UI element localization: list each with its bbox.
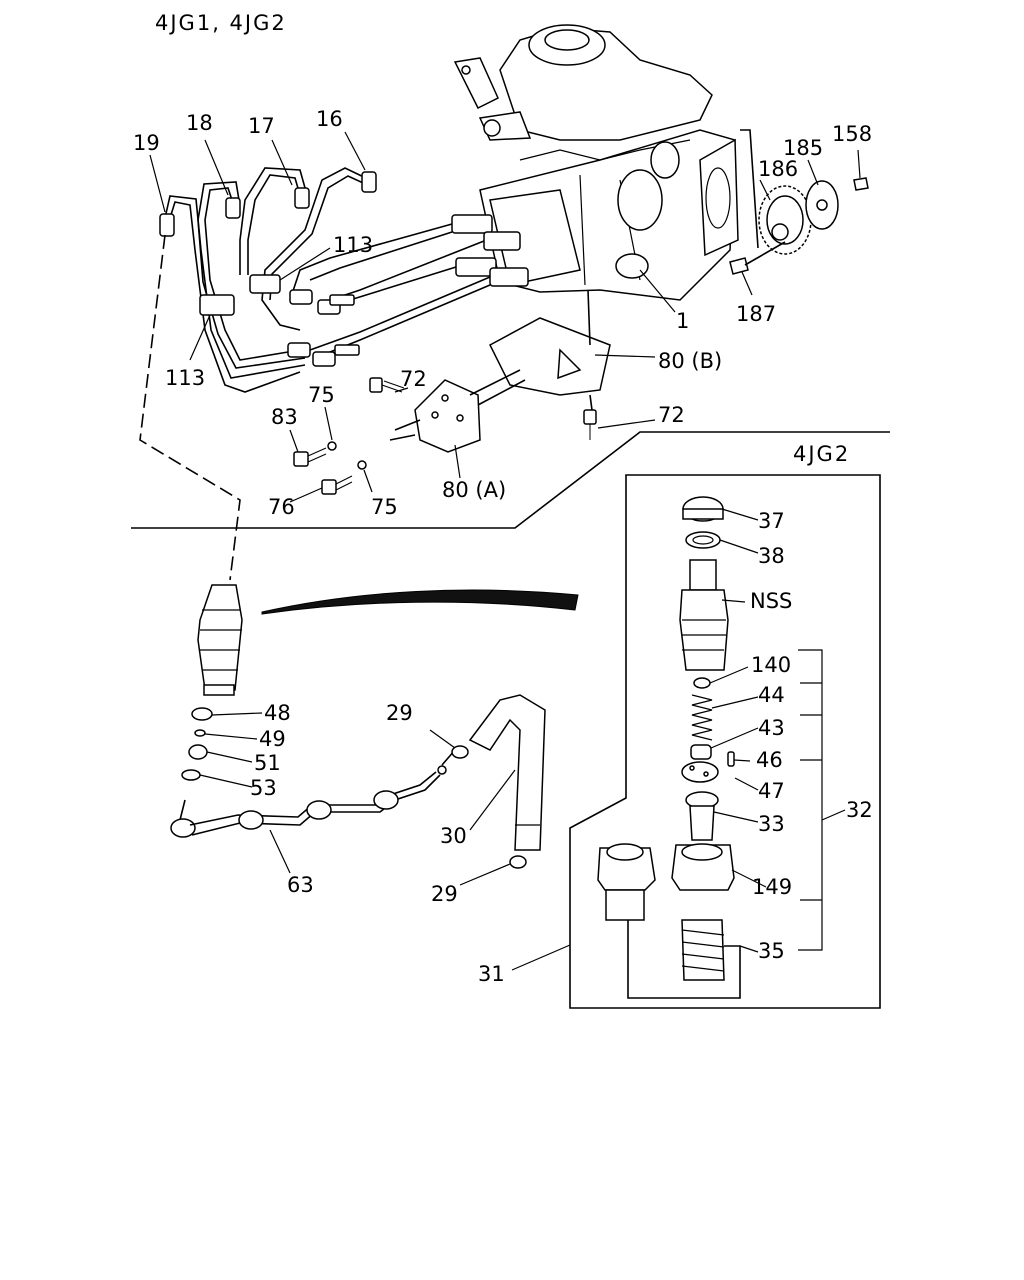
section-divider <box>131 431 890 529</box>
engine-models-title: 4JG1, 4JG2 <box>155 11 287 35</box>
label-31: 31 <box>478 962 505 986</box>
mounting-bolts <box>293 377 597 495</box>
label-149: 149 <box>752 875 792 899</box>
inset-frame <box>569 474 881 1009</box>
inset-arrow <box>261 589 579 615</box>
label-32: 32 <box>846 798 873 822</box>
label-113-lower: 113 <box>165 366 205 390</box>
nozzle-holder-assembly <box>139 234 243 781</box>
label-75-upper: 75 <box>308 383 335 407</box>
label-53: 53 <box>250 776 277 800</box>
part-labels: 16 17 18 19 113 113 1 186 185 158 187 72… <box>133 107 873 986</box>
leader-lines <box>149 131 861 971</box>
inset-parts <box>597 496 741 999</box>
label-37: 37 <box>758 509 785 533</box>
label-80b: 80 (B) <box>658 349 722 373</box>
label-17: 17 <box>248 114 275 138</box>
label-33: 33 <box>758 812 785 836</box>
fuel-return-hose <box>451 694 546 869</box>
label-158: 158 <box>832 122 872 146</box>
pump-brackets <box>389 289 611 453</box>
label-80a: 80 (A) <box>442 478 506 502</box>
label-72-lower: 72 <box>658 403 685 427</box>
label-83: 83 <box>271 405 298 429</box>
label-187: 187 <box>736 302 776 326</box>
injection-pump-assembly <box>451 24 739 301</box>
label-43: 43 <box>758 716 785 740</box>
label-185: 185 <box>783 136 823 160</box>
drive-gear-group <box>729 129 869 275</box>
leak-off-pipe <box>170 749 456 838</box>
label-75-lower: 75 <box>371 495 398 519</box>
label-186: 186 <box>758 157 798 181</box>
label-51: 51 <box>254 751 281 775</box>
label-19: 19 <box>133 131 160 155</box>
injection-pipes <box>159 167 491 393</box>
label-1: 1 <box>676 309 689 333</box>
label-76: 76 <box>268 495 295 519</box>
label-29-lower: 29 <box>431 882 458 906</box>
label-18: 18 <box>186 111 213 135</box>
label-46: 46 <box>756 748 783 772</box>
label-140: 140 <box>751 653 791 677</box>
label-113-upper: 113 <box>333 233 373 257</box>
inset-model-title: 4JG2 <box>793 442 850 466</box>
label-30: 30 <box>440 824 467 848</box>
label-38: 38 <box>758 544 785 568</box>
label-47: 47 <box>758 779 785 803</box>
label-49: 49 <box>259 727 286 751</box>
label-nss: NSS <box>750 589 792 613</box>
label-63: 63 <box>287 873 314 897</box>
label-29-upper: 29 <box>386 701 413 725</box>
label-35: 35 <box>758 939 785 963</box>
label-16: 16 <box>316 107 343 131</box>
label-72-upper: 72 <box>400 367 427 391</box>
label-44: 44 <box>758 683 785 707</box>
label-48: 48 <box>264 701 291 725</box>
